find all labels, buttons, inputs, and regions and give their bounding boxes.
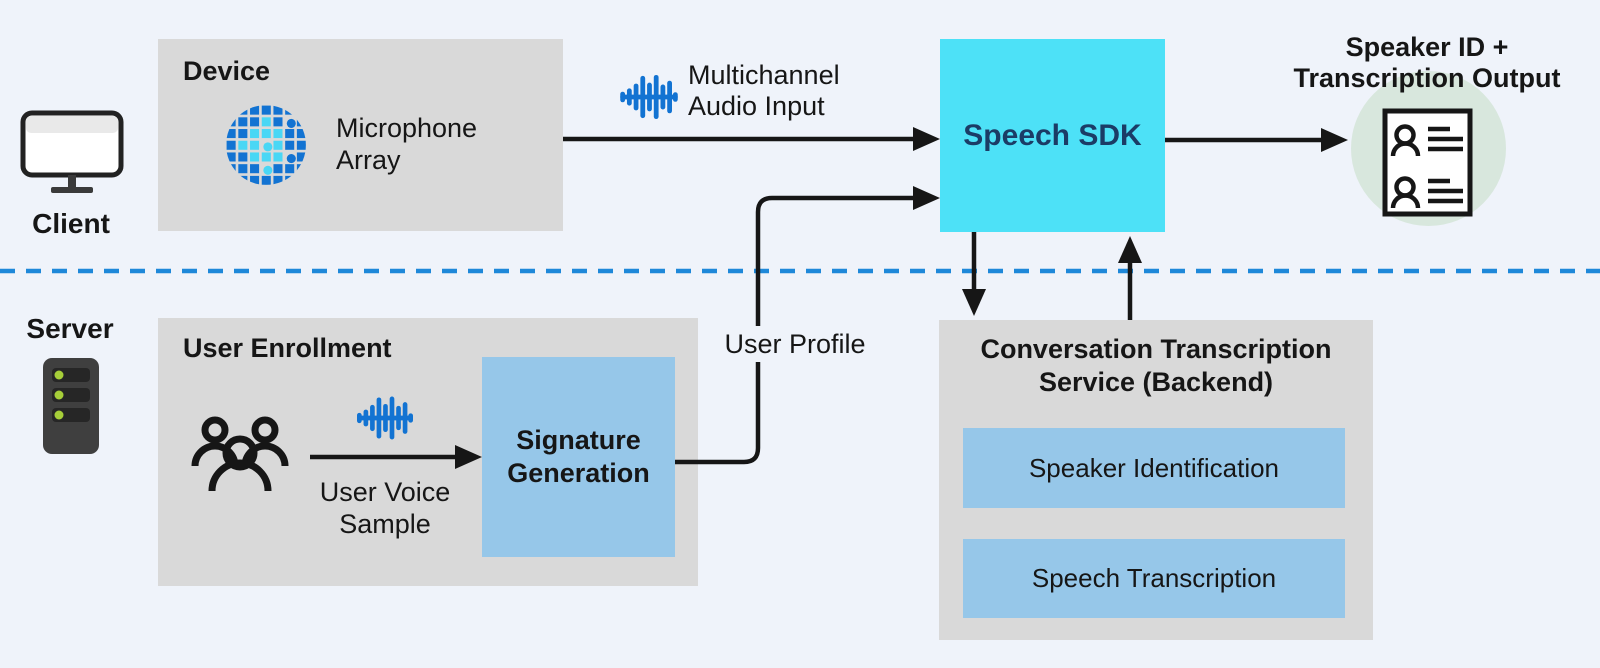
arrowhead-sdk-to-backend — [962, 289, 986, 316]
arrowhead-backend-to-sdk — [1118, 236, 1142, 263]
device-title: Device — [183, 56, 271, 86]
server-icon — [43, 358, 99, 454]
arrowhead-profile-to-sdk — [913, 186, 940, 210]
signature-generation-label: Signature Generation — [507, 425, 650, 488]
arrowhead-people-to-signature — [455, 445, 482, 469]
user-voice-sample-label: User Voice Sample — [319, 477, 451, 539]
device-panel — [158, 39, 563, 231]
client-label: Client — [32, 208, 110, 239]
microphone-array-label: Microphone Array — [336, 113, 478, 175]
speech-transcription-box: Speech Transcription — [963, 539, 1345, 618]
user-enrollment-title: User Enrollment — [183, 333, 392, 363]
multichannel-audio-input-label: Multichannel Audio Input — [688, 60, 840, 121]
transcript-document-icon — [1382, 108, 1473, 217]
speech-sdk-label: Speech SDK — [963, 118, 1142, 152]
backend-title: Conversation Transcription Service (Back… — [980, 334, 1332, 397]
monitor-icon — [20, 110, 124, 193]
voice-sample-waveform-icon — [357, 396, 413, 440]
microphone-array-icon — [226, 105, 306, 185]
speaker-identification-box: Speaker Identification — [963, 428, 1345, 508]
people-icon — [191, 416, 289, 492]
signature-generation-box: Signature Generation — [482, 357, 675, 557]
arrowhead-sdk-to-output — [1321, 128, 1348, 152]
user-profile-label: User Profile — [715, 326, 875, 362]
multichannel-waveform-icon — [620, 74, 678, 120]
speaker-identification-label: Speaker Identification — [1028, 452, 1280, 483]
server-label: Server — [26, 313, 114, 344]
output-title: Speaker ID + Transcription Output — [1293, 32, 1561, 93]
speech-transcription-label: Speech Transcription — [1031, 563, 1277, 593]
speech-sdk-box: Speech SDK — [940, 39, 1165, 232]
arrowhead-device-to-sdk — [913, 127, 940, 151]
